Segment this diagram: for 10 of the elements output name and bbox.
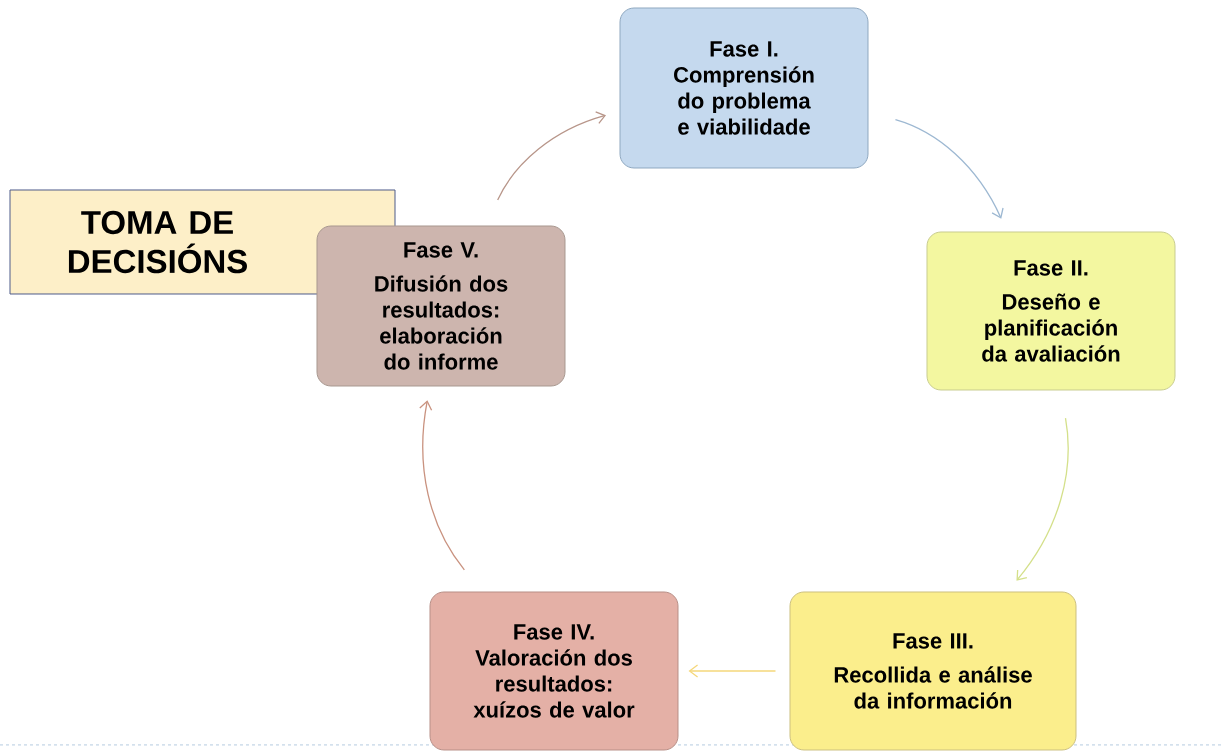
arrow [419, 400, 465, 571]
arrow [497, 111, 606, 201]
phase-box: Fase IV. Valoración dos resultados: xuízos de valor [429, 591, 679, 751]
phase-box: Fase III. Recollida e análise da información [789, 591, 1077, 751]
arrow [688, 664, 777, 678]
phase-box: Fase I. Comprensión do problema e viabilidade [619, 7, 869, 169]
phase-box: Fase V. Difusión dos resultados: elaboración do informe [316, 225, 566, 387]
arrow [1016, 417, 1069, 581]
phase-box: Fase II. Deseño e planificación da avaliación [926, 231, 1176, 391]
arrow [894, 119, 1004, 219]
